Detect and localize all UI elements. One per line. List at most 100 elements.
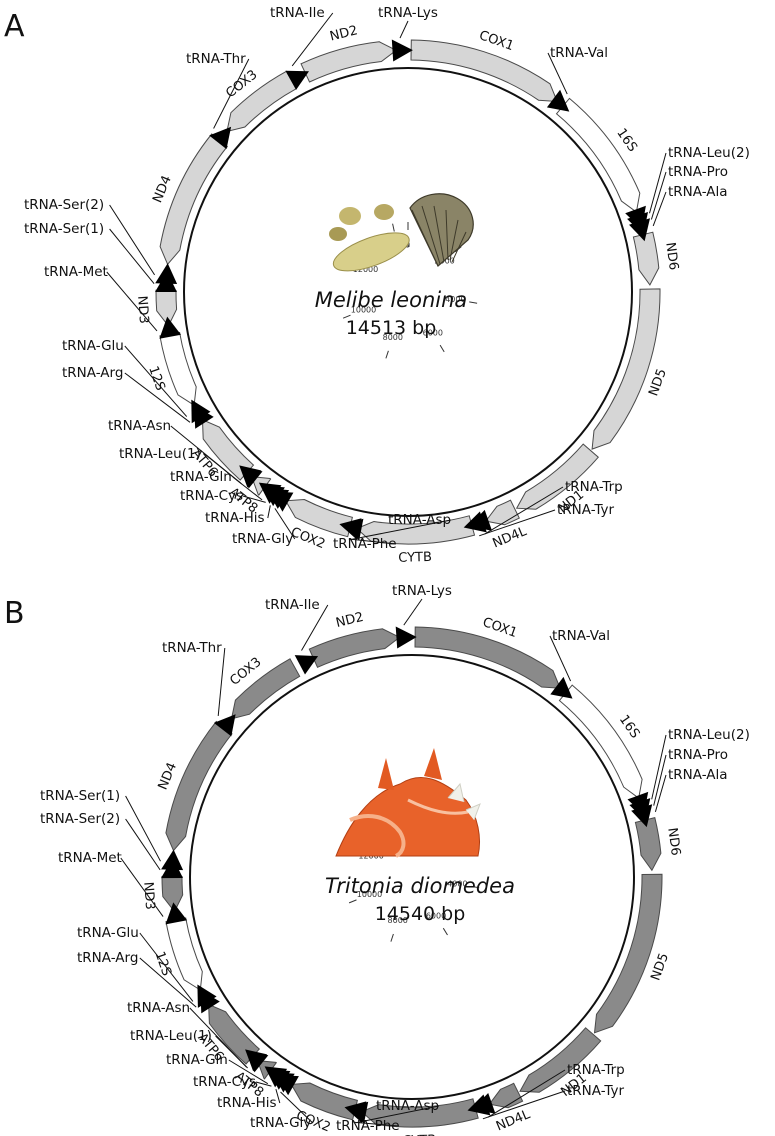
genome-circle bbox=[183, 67, 633, 517]
scale-tick bbox=[442, 927, 448, 936]
trna-leader-line bbox=[228, 1059, 269, 1085]
gene-label-16s: 16S bbox=[613, 126, 639, 155]
trna-leader-line bbox=[549, 635, 572, 682]
trna-label: tRNA-Gly bbox=[232, 531, 293, 547]
trna-leader-line bbox=[120, 857, 164, 917]
trna-label: tRNA-Ile bbox=[270, 5, 325, 21]
trna-label: tRNA-Glu bbox=[77, 925, 139, 941]
trna-mark bbox=[264, 1066, 288, 1088]
panel-a: COX116SND6ND5ND1ND4LCYTBCOX2ATP8ATP612SN… bbox=[4, 5, 750, 566]
trna-label: tRNA-Trp bbox=[567, 1062, 625, 1078]
trna-mark bbox=[197, 984, 217, 1008]
trna-label: tRNA-Phe bbox=[336, 1118, 400, 1134]
scale-tick bbox=[469, 301, 478, 304]
trna-mark bbox=[294, 655, 319, 675]
gene-label-nd6: ND6 bbox=[664, 827, 683, 857]
trna-leader-line bbox=[242, 495, 266, 503]
scale-tick bbox=[348, 899, 357, 904]
trna-mark bbox=[213, 714, 236, 737]
scale-tick-label: 10000 bbox=[357, 890, 382, 899]
gene-arrow-cytb bbox=[360, 1098, 479, 1128]
gene-label-nd5: ND5 bbox=[646, 367, 670, 398]
trna-label: tRNA-Gln bbox=[166, 1052, 228, 1068]
gene-label-12s: 12S bbox=[152, 950, 174, 978]
trna-mark bbox=[161, 849, 184, 871]
trna-leader-line bbox=[649, 152, 667, 214]
gene-arrow-nd4l bbox=[484, 499, 520, 526]
genome-circle bbox=[189, 654, 635, 1100]
trna-leader-line bbox=[654, 774, 667, 813]
trna-leader-line bbox=[217, 647, 226, 716]
trna-label: tRNA-Ala bbox=[668, 767, 728, 783]
gene-arrow-cox1 bbox=[410, 39, 558, 103]
trna-label: tRNA-Asp bbox=[376, 1098, 439, 1114]
trna-label: tRNA-Cys bbox=[193, 1074, 256, 1090]
gene-arrow-nd2 bbox=[308, 628, 401, 668]
gene-label-cox1: COX1 bbox=[480, 615, 519, 641]
trna-label: tRNA-Phe bbox=[333, 536, 397, 552]
scale-tick-label: 12000 bbox=[353, 265, 378, 274]
trna-mark bbox=[391, 39, 413, 62]
trna-leader-line bbox=[487, 1069, 566, 1118]
gene-label-nd2: ND2 bbox=[334, 610, 365, 631]
gene-arrow-16s bbox=[555, 97, 641, 213]
trna-label: tRNA-Leu(2) bbox=[668, 727, 750, 743]
panel-letter: B bbox=[4, 596, 25, 631]
trna-leader-line bbox=[482, 1090, 566, 1120]
trna-label: tRNA-Trp bbox=[565, 479, 623, 495]
genome-size: 14540 bp bbox=[375, 903, 466, 925]
gene-arrow-cox3 bbox=[230, 658, 301, 720]
species-name: Tritonia diomedea bbox=[325, 874, 515, 898]
trna-mark bbox=[285, 70, 309, 90]
trna-label: tRNA-Asp bbox=[388, 512, 451, 528]
trna-leader-line bbox=[106, 271, 158, 332]
gene-arrow-nd4 bbox=[159, 133, 229, 266]
trna-label: tRNA-Arg bbox=[77, 950, 138, 966]
trna-mark bbox=[395, 626, 417, 649]
trna-leader-line bbox=[213, 58, 250, 129]
gene-label-16s: 16S bbox=[616, 712, 642, 741]
gene-label-cytb: CYTB bbox=[398, 550, 432, 566]
trna-label: tRNA-Ser(1) bbox=[24, 221, 104, 237]
trna-mark bbox=[344, 1101, 367, 1123]
trna-label: tRNA-Met bbox=[44, 264, 108, 280]
gene-arrow-16s bbox=[558, 684, 643, 799]
species-name: Melibe leonina bbox=[315, 288, 468, 312]
trna-label: tRNA-Asn bbox=[127, 1000, 190, 1016]
trna-mark bbox=[550, 676, 573, 699]
trna-label: tRNA-Leu(1) bbox=[119, 446, 201, 462]
trna-leader-line bbox=[350, 519, 451, 540]
trna-mark bbox=[467, 1094, 491, 1116]
scale-tick bbox=[390, 933, 394, 942]
scale-tick bbox=[342, 314, 351, 319]
trna-leader-line bbox=[484, 486, 564, 535]
panel-letter: A bbox=[4, 9, 25, 44]
trna-label: tRNA-Arg bbox=[62, 365, 123, 381]
gene-label-nd4l: ND4L bbox=[491, 524, 530, 552]
gene-label-cytb: CYTB bbox=[402, 1133, 436, 1136]
scale-tick-label: 4000 bbox=[447, 880, 467, 889]
sea-slug-photo-melibe bbox=[329, 193, 474, 272]
trna-mark bbox=[245, 1049, 268, 1072]
trna-leader-line bbox=[650, 171, 667, 220]
trna-mark bbox=[339, 518, 362, 540]
trna-mark bbox=[631, 804, 653, 828]
trna-leader-line bbox=[267, 505, 271, 519]
trna-label: tRNA-Val bbox=[552, 628, 610, 644]
trna-leader-line bbox=[651, 734, 667, 800]
trna-leader-line bbox=[139, 957, 197, 1008]
trna-label: tRNA-Gly bbox=[250, 1115, 311, 1131]
trna-label: tRNA-Lys bbox=[392, 583, 452, 599]
trna-mark bbox=[546, 89, 570, 112]
scale-tick-label: 8000 bbox=[388, 916, 408, 925]
trna-label: tRNA-Thr bbox=[162, 640, 222, 656]
trna-leader-line bbox=[109, 228, 155, 285]
scale-tick bbox=[439, 344, 445, 353]
trna-leader-line bbox=[170, 425, 241, 484]
trna-leader-line bbox=[109, 204, 156, 276]
gene-label-nd3: ND3 bbox=[134, 295, 151, 324]
trna-label: tRNA-Leu(1) bbox=[130, 1028, 212, 1044]
gene-arrow-nd4l bbox=[488, 1082, 524, 1109]
gene-arrow-nd5 bbox=[593, 873, 663, 1034]
